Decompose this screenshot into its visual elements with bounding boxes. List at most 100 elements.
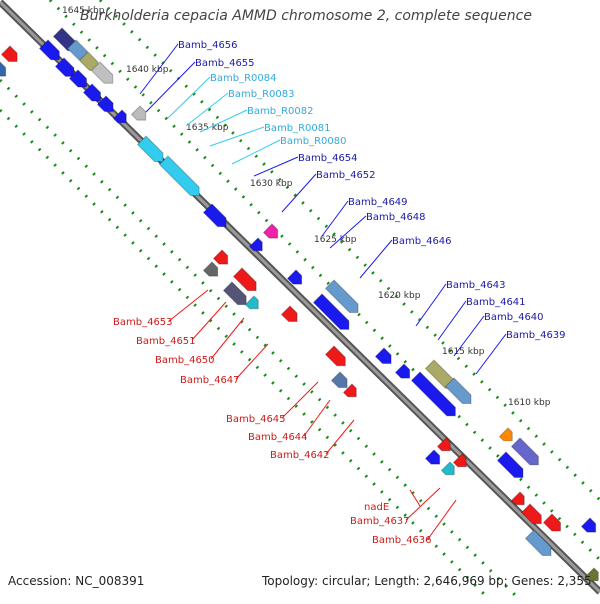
reverse-gene-arrow-shape xyxy=(202,261,219,277)
label-leader-line xyxy=(191,301,227,341)
reverse-gene-label: Bamb_4642 xyxy=(270,450,330,461)
reverse-gene-label: Bamb_4647 xyxy=(180,375,240,386)
label-leader-line xyxy=(321,200,349,237)
scale-tick-label: 1610 kbp xyxy=(508,398,551,408)
scale-tick-label: 1615 kbp xyxy=(442,347,485,357)
reverse-gene-label: nadE xyxy=(364,502,389,513)
forward-gene-label: Bamb_R0081 xyxy=(264,123,330,134)
forward-gene-arrow xyxy=(136,135,164,162)
forward-gene-arrow xyxy=(324,279,359,314)
forward-gene-arrow-shape xyxy=(202,203,227,228)
label-leader-line xyxy=(359,239,393,279)
accession-label: Accession: xyxy=(8,574,72,588)
forward-gene-label: Bamb_4646 xyxy=(392,236,452,247)
forward-gene-arrow-shape xyxy=(262,223,279,239)
reverse-gene-arrow-shape xyxy=(440,461,455,476)
reverse-gene-arrow-shape xyxy=(0,45,18,63)
reverse-gene-arrow xyxy=(542,513,561,532)
label-leader-line xyxy=(281,381,319,419)
reverse-gene-arrow-shape xyxy=(452,453,467,468)
forward-gene-arrow-shape xyxy=(112,109,127,124)
forward-gene-arrow-shape xyxy=(248,237,263,252)
scale-tick-label: 1635 kbp xyxy=(186,123,229,133)
label-leader-line xyxy=(329,215,367,249)
reverse-gene-arrow-shape xyxy=(524,529,552,556)
forward-gene-arrow-shape xyxy=(130,105,147,121)
forward-gene-label: Bamb_4643 xyxy=(446,280,506,291)
forward-gene-arrow xyxy=(158,155,200,197)
forward-gene-label: Bamb_R0080 xyxy=(280,136,346,147)
sequence-summary: Topology: circular; Length: 2,646,969 bp… xyxy=(262,574,592,588)
reverse-gene-arrow-shape xyxy=(542,513,561,532)
accession-info: Accession: NC_008391 xyxy=(8,574,144,588)
reverse-gene-arrow xyxy=(524,529,552,556)
forward-gene-arrow xyxy=(0,61,7,77)
label-leader-line xyxy=(167,76,211,119)
reverse-gene-arrow xyxy=(222,281,247,306)
forward-gene-label: Bamb_4640 xyxy=(484,312,544,323)
forward-gene-label: Bamb_4655 xyxy=(195,58,255,69)
forward-gene-label: Bamb_4639 xyxy=(506,330,566,341)
reverse-gene-arrow xyxy=(520,503,542,525)
forward-gene-arrow-shape xyxy=(374,347,392,365)
label-leader-line xyxy=(281,173,317,213)
reverse-gene-arrow-shape xyxy=(436,437,451,452)
forward-gene-arrow-shape xyxy=(496,451,524,478)
forward-gene-arrow-shape xyxy=(54,57,75,77)
tick-row-lower-outer xyxy=(0,108,492,602)
reverse-gene-label: Bamb_4650 xyxy=(155,355,215,366)
label-leader-line xyxy=(235,343,269,380)
forward-gene-arrow xyxy=(68,69,87,88)
forward-gene-arrow xyxy=(38,39,60,61)
forward-gene-arrow xyxy=(444,377,472,404)
reverse-gene-arrow-shape xyxy=(520,503,542,525)
reverse-gene-arrow-shape xyxy=(584,567,599,582)
forward-gene-arrow xyxy=(112,109,127,124)
forward-gene-arrow xyxy=(262,223,279,239)
forward-gene-arrow-shape xyxy=(0,61,7,77)
topology-label: Topology: xyxy=(262,574,319,588)
reverse-gene-arrow-shape xyxy=(232,267,257,292)
scale-tick-label: 1625 kbp xyxy=(314,235,357,245)
label-leader-line xyxy=(231,139,281,165)
forward-gene-label: Bamb_4649 xyxy=(348,197,408,208)
forward-gene-label: Bamb_4656 xyxy=(178,40,238,51)
scale-tick-label: 1620 kbp xyxy=(378,291,421,301)
label-leader-line xyxy=(409,489,421,507)
forward-gene-arrow-shape xyxy=(158,155,200,197)
forward-gene-arrow xyxy=(96,95,114,113)
length-label: Length: xyxy=(374,574,420,588)
forward-gene-arrow-shape xyxy=(96,95,114,113)
label-leader-line xyxy=(453,315,485,357)
forward-gene-arrow xyxy=(498,427,513,442)
reverse-gene-arrow xyxy=(212,249,229,265)
label-leader-line xyxy=(185,92,229,127)
label-leader-line xyxy=(475,333,507,375)
reverse-gene-arrow xyxy=(424,449,441,465)
forward-gene-arrow-shape xyxy=(510,437,539,466)
forward-gene-arrow xyxy=(90,61,114,84)
forward-gene-arrow-shape xyxy=(394,363,411,379)
reverse-gene-label: Bamb_4653 xyxy=(113,317,173,328)
map-title: Burkholderia cepacia AMMD chromosome 2, … xyxy=(80,8,532,24)
reverse-gene-arrow-shape xyxy=(510,491,525,506)
reverse-gene-label: Bamb_4645 xyxy=(226,414,286,425)
forward-gene-label: Bamb_4654 xyxy=(298,153,358,164)
topology-value: circular xyxy=(321,574,367,588)
reverse-gene-arrow-shape xyxy=(330,371,348,389)
forward-gene-arrow xyxy=(248,237,263,252)
reverse-gene-arrow xyxy=(202,261,219,277)
label-leader-line xyxy=(415,283,447,327)
forward-gene-arrow-shape xyxy=(312,293,350,330)
forward-gene-arrow-shape xyxy=(90,61,114,84)
forward-gene-arrow-shape xyxy=(410,371,456,417)
reverse-gene-arrow xyxy=(440,461,455,476)
forward-gene-arrow-shape xyxy=(444,377,472,404)
length-value: 2,646,969 bp xyxy=(423,574,504,588)
forward-gene-arrow xyxy=(312,293,350,330)
forward-gene-arrow-shape xyxy=(286,269,303,285)
forward-gene-label: Bamb_4648 xyxy=(366,212,426,223)
forward-gene-arrow xyxy=(496,451,524,478)
reverse-gene-arrow xyxy=(580,517,597,533)
